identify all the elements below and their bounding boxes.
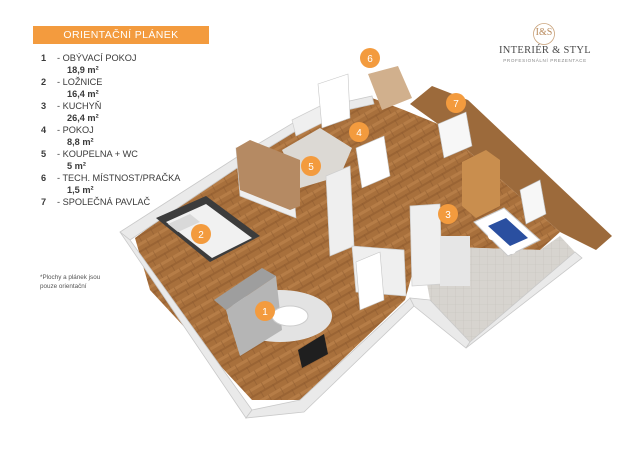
dining-table — [473, 207, 541, 257]
legend-item-4: 4 - POKOJ 8,8 m² — [41, 124, 201, 148]
kitchen-cabinet — [462, 150, 500, 218]
room-marker-4: 4 — [349, 122, 369, 142]
brand-logo: I&S INTERIÉR & STYL PROFESIONÁLNÍ PREZEN… — [497, 22, 593, 66]
tech-room — [368, 66, 412, 110]
legend-room-name: - SPOLEČNÁ PAVLAČ — [57, 197, 151, 207]
legend-room-name: - POKOJ — [57, 125, 94, 135]
legend-room-name: - KUCHYŇ — [57, 101, 102, 111]
legend-number: 6 — [41, 173, 47, 183]
legend-number: 3 — [41, 101, 47, 111]
legend-room-name: - KOUPELNA + WC — [57, 149, 138, 159]
legend-item-2: 2 - LOŽNICE 16,4 m² — [41, 76, 201, 100]
page-title: ORIENTAČNÍ PLÁNEK MÍSTNOSTÍ — [33, 26, 209, 59]
marker-number: 7 — [453, 99, 459, 110]
legend-room-area: 8,8 m² — [67, 137, 94, 147]
legend-room-name: - OBÝVACÍ POKOJ — [57, 53, 137, 63]
marker-number: 4 — [356, 128, 362, 139]
outer-walls — [119, 95, 583, 419]
bookshelves — [317, 73, 391, 311]
marker-number: 2 — [198, 230, 204, 241]
marker-number: 3 — [445, 210, 451, 221]
room-marker-1: 1 — [255, 301, 275, 321]
legend-number: 2 — [41, 77, 47, 87]
room-marker-5: 5 — [301, 156, 321, 176]
legend-item-7: 7 - SPOLEČNÁ PAVLAČ — [41, 196, 201, 208]
legend-room-area: 1,5 m² — [67, 185, 94, 195]
legend-item-3: 3 - KUCHYŇ 26,4 m² — [41, 100, 201, 124]
room-legend: 1 - OBÝVACÍ POKOJ 18,9 m² 2 - LOŽNICE 16,4 m… — [41, 52, 201, 208]
legend-item-6: 6 - TECH. MÍSTNOST/PRAČKA 1,5 m² — [41, 172, 201, 196]
monogram-text: I&S — [535, 27, 553, 38]
legend-room-area: 5 m² — [67, 161, 86, 171]
gallery-doors — [437, 111, 547, 225]
disclaimer-note: *Plochy a plánek jsou pouze orientační — [40, 274, 101, 290]
marker-number: 5 — [308, 162, 314, 173]
room-marker-7: 7 — [446, 93, 466, 113]
room-marker-3: 3 — [438, 204, 458, 224]
marker-number: 1 — [262, 307, 268, 318]
marker-number: 6 — [367, 54, 373, 65]
living-furniture — [214, 268, 332, 368]
wardrobe-panel — [236, 140, 300, 210]
legend-item-1: 1 - OBÝVACÍ POKOJ 18,9 m² — [41, 52, 201, 76]
legend-room-name: - TECH. MÍSTNOST/PRAČKA — [57, 173, 181, 183]
legend-number: 1 — [41, 53, 47, 63]
legend-item-5: 5 - KOUPELNA + WC 5 m² — [41, 148, 201, 172]
legend-room-area: 26,4 m² — [67, 113, 99, 123]
legend-room-area: 16,4 m² — [67, 89, 99, 99]
brand-tagline: PROFESIONÁLNÍ PREZENTACE — [503, 58, 587, 63]
room-marker-2: 2 — [191, 224, 211, 244]
brand-name: INTERIÉR & STYL — [499, 45, 591, 56]
kitchen-counter — [440, 236, 470, 286]
legend-number: 4 — [41, 125, 47, 135]
legend-number: 7 — [41, 197, 47, 207]
legend-room-name: - LOŽNICE — [57, 77, 103, 87]
legend-number: 5 — [41, 149, 47, 159]
legend-room-area: 18,9 m² — [67, 65, 99, 75]
monogram-icon — [533, 23, 555, 45]
room-marker-6: 6 — [360, 48, 380, 68]
